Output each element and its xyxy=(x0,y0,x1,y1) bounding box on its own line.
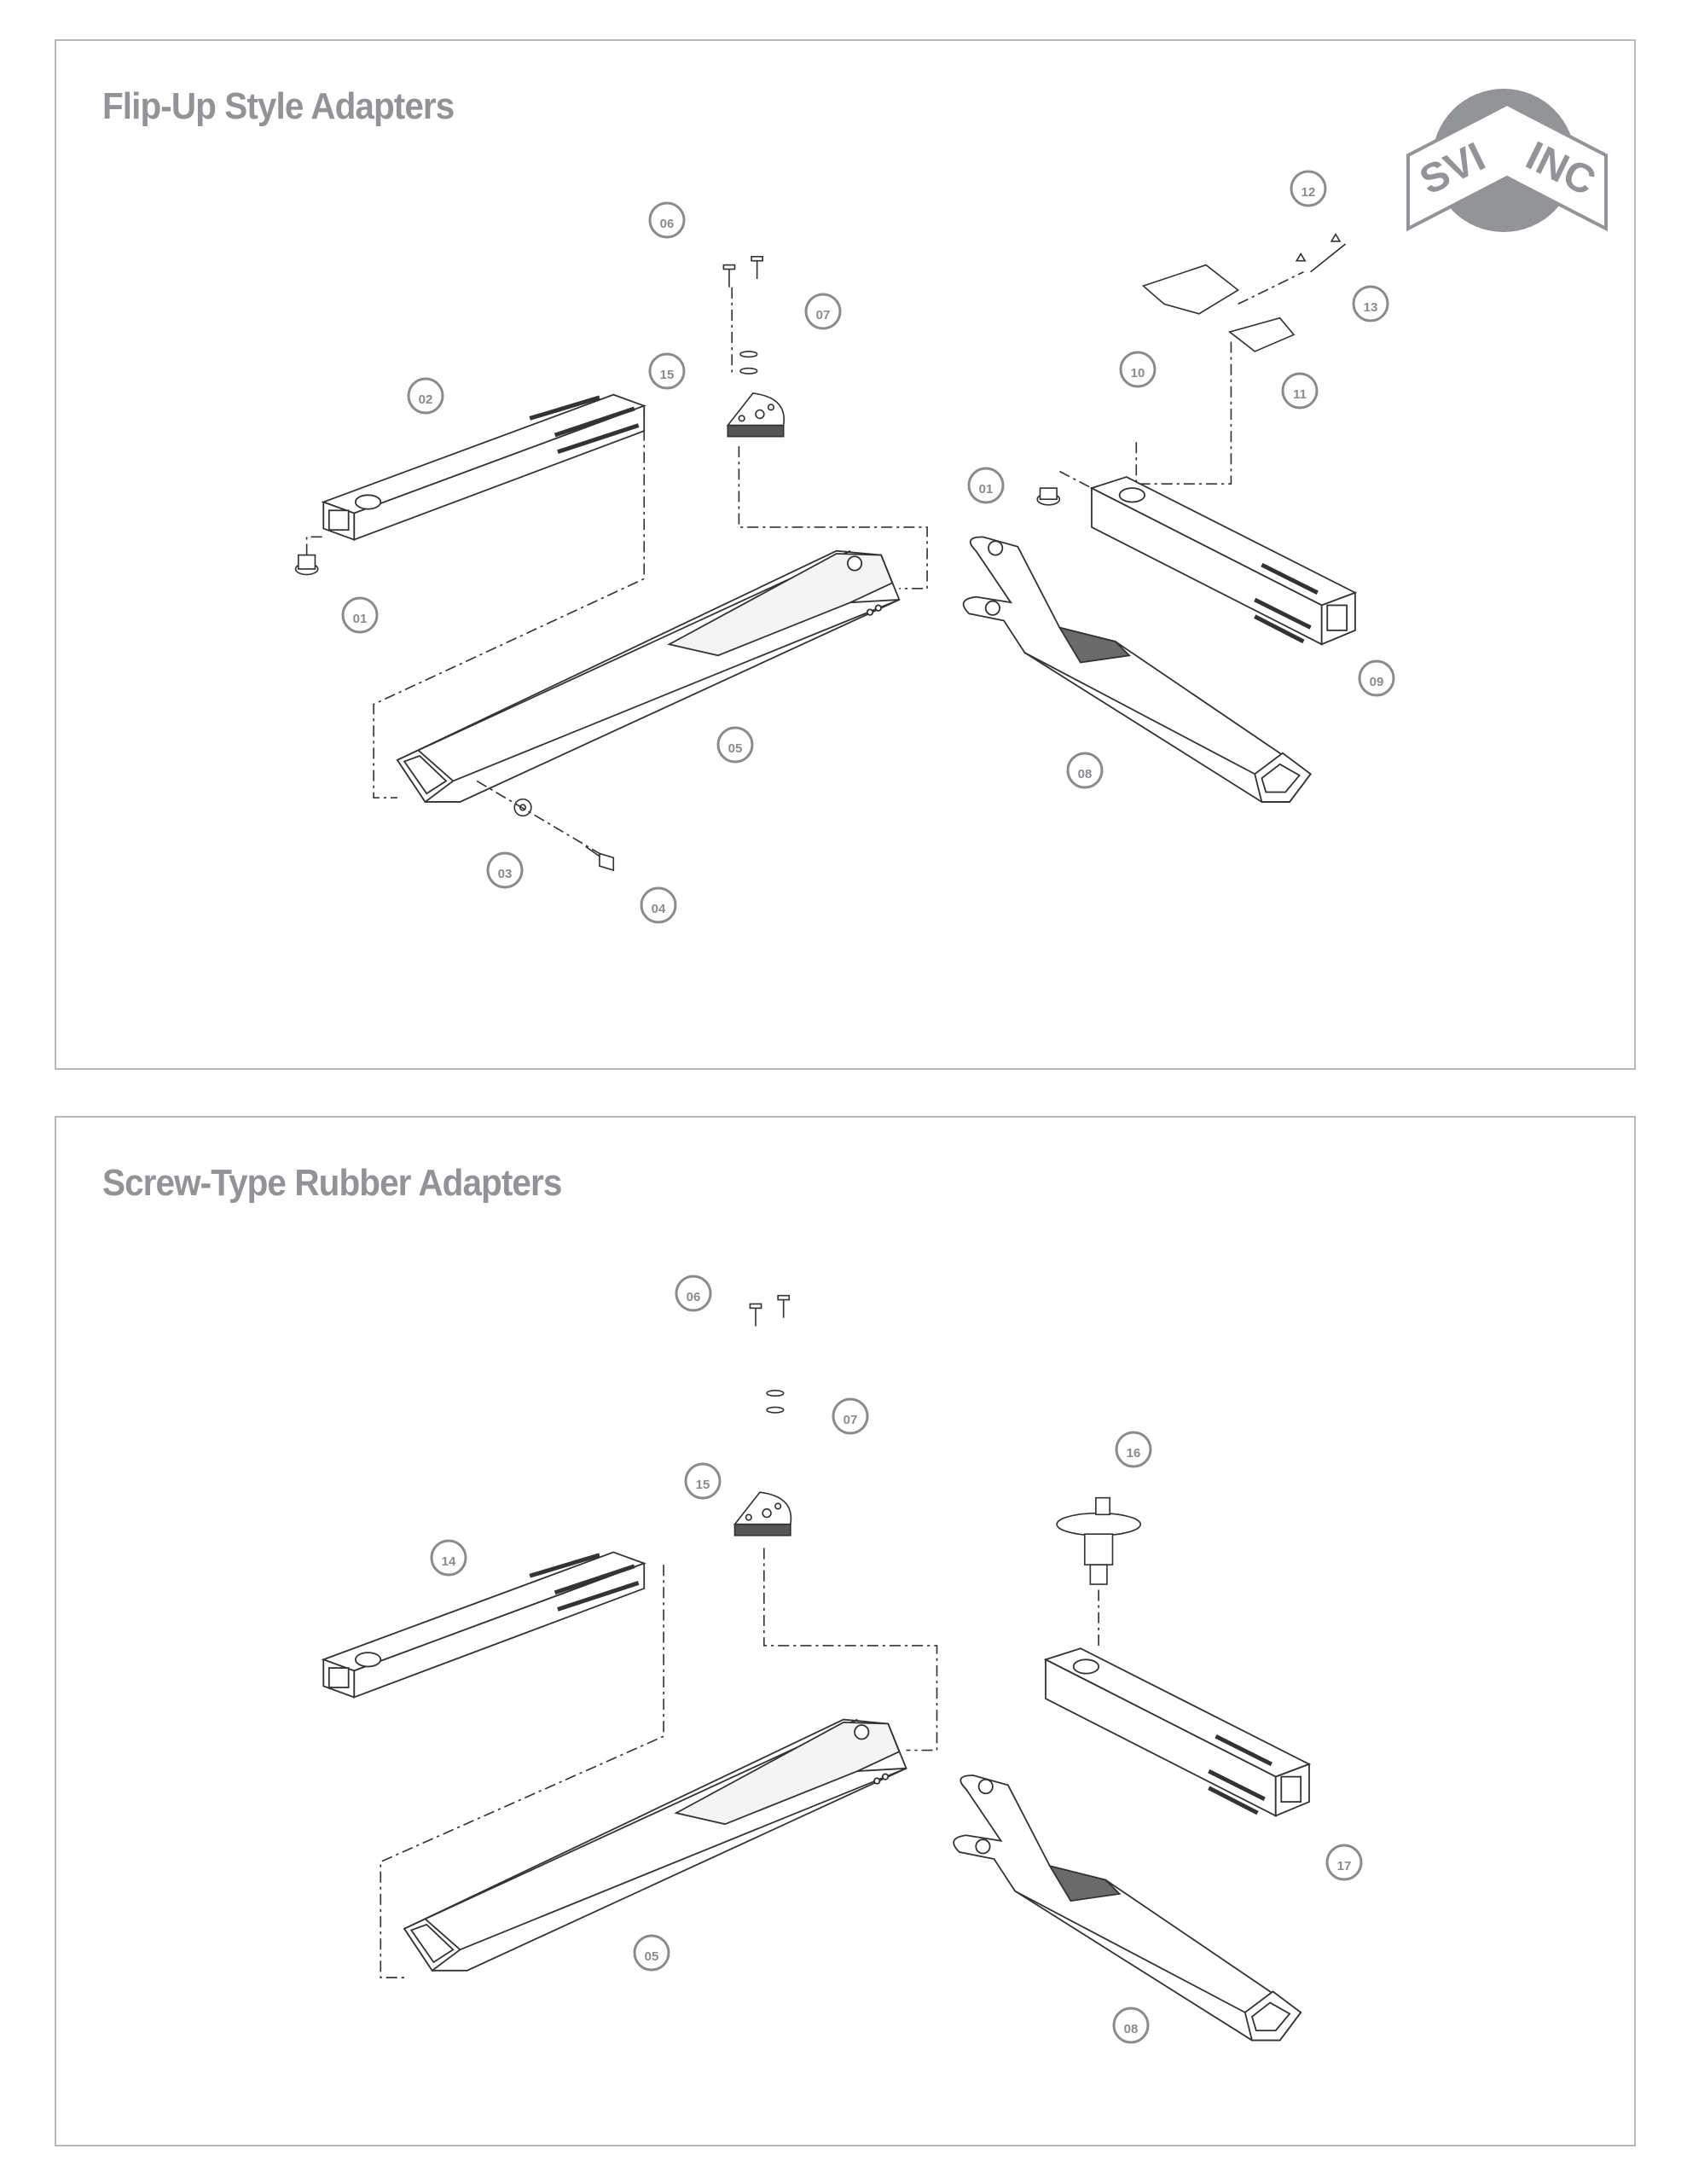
callout-02: 02 xyxy=(407,377,444,415)
callout-14: 14 xyxy=(430,1539,467,1577)
callout-number: 08 xyxy=(1078,767,1093,781)
callout-11: 11 xyxy=(1281,372,1319,410)
callout-number: 09 xyxy=(1370,675,1384,689)
callout-number: 15 xyxy=(696,1478,710,1492)
callout-circle xyxy=(832,1397,869,1435)
callouts: 06 07 15 02 01 05 03 04 12 13 10 11 01 09 08 06 07 15 16 14… xyxy=(341,170,1395,2044)
callout-15: 15 xyxy=(648,352,686,390)
part-15-gear-disk xyxy=(727,392,786,438)
callout-circle xyxy=(341,596,379,634)
callout-number: 16 xyxy=(1127,1446,1141,1461)
callout-05: 05 xyxy=(633,1934,670,1972)
part-02-tube xyxy=(323,395,644,540)
callout-number: 07 xyxy=(816,308,831,322)
logo: SVI INC xyxy=(1406,89,1608,232)
callout-17: 17 xyxy=(1325,1844,1363,1881)
part-14-tube xyxy=(323,1552,644,1697)
part-13-pin xyxy=(1310,243,1346,273)
callout-circle xyxy=(1325,1844,1363,1881)
callout-number: 11 xyxy=(1293,387,1307,402)
callout-circle xyxy=(804,293,842,330)
callout-circle xyxy=(1352,285,1389,322)
callout-number: 06 xyxy=(687,1290,701,1304)
callout-01: 01 xyxy=(341,596,379,634)
callout-12: 12 xyxy=(1290,170,1327,207)
part-04-knob xyxy=(599,852,615,872)
callout-circle xyxy=(407,377,444,415)
callout-number: 02 xyxy=(419,392,433,407)
callout-circle xyxy=(430,1539,467,1577)
part-05-arm-2 xyxy=(403,1718,907,1972)
callout-06: 06 xyxy=(648,201,686,239)
callout-number: 14 xyxy=(442,1554,456,1569)
callout-circle xyxy=(967,467,1005,504)
part-10-bracket xyxy=(1141,264,1240,315)
callout-08: 08 xyxy=(1112,2007,1150,2044)
callout-number: 13 xyxy=(1364,300,1378,315)
callout-03: 03 xyxy=(486,851,524,889)
callout-07: 07 xyxy=(832,1397,869,1435)
callout-number: 06 xyxy=(660,217,675,231)
callout-09: 09 xyxy=(1358,659,1395,697)
panel-title: Flip-Up Style Adapters xyxy=(102,85,455,127)
part-05-arm xyxy=(396,549,901,803)
part-06-07-screws-washers-2 xyxy=(749,1294,791,1414)
callout-10: 10 xyxy=(1119,351,1157,388)
callout-circle xyxy=(716,726,754,764)
callout-circle xyxy=(648,201,686,239)
callout-circle xyxy=(633,1934,670,1972)
callout-circle xyxy=(1358,659,1395,697)
callout-circle xyxy=(1112,2007,1150,2044)
callout-number: 15 xyxy=(660,368,675,382)
panel-title: Screw-Type Rubber Adapters xyxy=(102,1162,562,1204)
callout-15: 15 xyxy=(684,1462,722,1500)
callout-number: 01 xyxy=(979,482,994,497)
callout-number: 05 xyxy=(645,1949,659,1964)
callout-number: 10 xyxy=(1131,366,1145,380)
callout-01: 01 xyxy=(967,467,1005,504)
part-16-adapter xyxy=(1056,1496,1142,1585)
callout-circle xyxy=(1115,1431,1152,1468)
callout-07: 07 xyxy=(804,293,842,330)
part-17-tube xyxy=(1046,1648,1309,1815)
callout-number: 12 xyxy=(1301,185,1316,200)
part-11-latch xyxy=(1228,317,1296,352)
callout-circle xyxy=(486,851,524,889)
part-08-arm-2 xyxy=(953,1774,1302,2042)
callout-circle xyxy=(1281,372,1319,410)
callout-circle xyxy=(675,1275,712,1312)
callout-number: 17 xyxy=(1337,1859,1352,1873)
panel1-artwork xyxy=(294,233,1355,2042)
callout-number: 08 xyxy=(1124,2022,1139,2036)
callout-number: 01 xyxy=(353,612,368,626)
callout-number: 05 xyxy=(728,741,743,756)
callout-13: 13 xyxy=(1352,285,1389,322)
callout-06: 06 xyxy=(675,1275,712,1312)
panel-screw-type-rubber-adapters: Screw-Type Rubber Adapters xyxy=(55,1116,1636,2146)
callout-04: 04 xyxy=(640,886,677,924)
callout-circle xyxy=(648,352,686,390)
part-15-gear-disk-2 xyxy=(733,1491,792,1536)
callout-circle xyxy=(1066,752,1104,789)
callout-circle xyxy=(1119,351,1157,388)
part-12-clips xyxy=(1295,233,1342,262)
callout-number: 07 xyxy=(844,1413,858,1427)
part-06-07-screws-washers xyxy=(722,255,763,375)
callout-number: 04 xyxy=(652,902,666,916)
callout-circle xyxy=(640,886,677,924)
callout-16: 16 xyxy=(1115,1431,1152,1468)
callout-08: 08 xyxy=(1066,752,1104,789)
callout-circle xyxy=(684,1462,722,1500)
callout-number: 03 xyxy=(498,867,513,881)
callout-05: 05 xyxy=(716,726,754,764)
part-09-tube xyxy=(1092,477,1355,644)
callout-circle xyxy=(1290,170,1327,207)
